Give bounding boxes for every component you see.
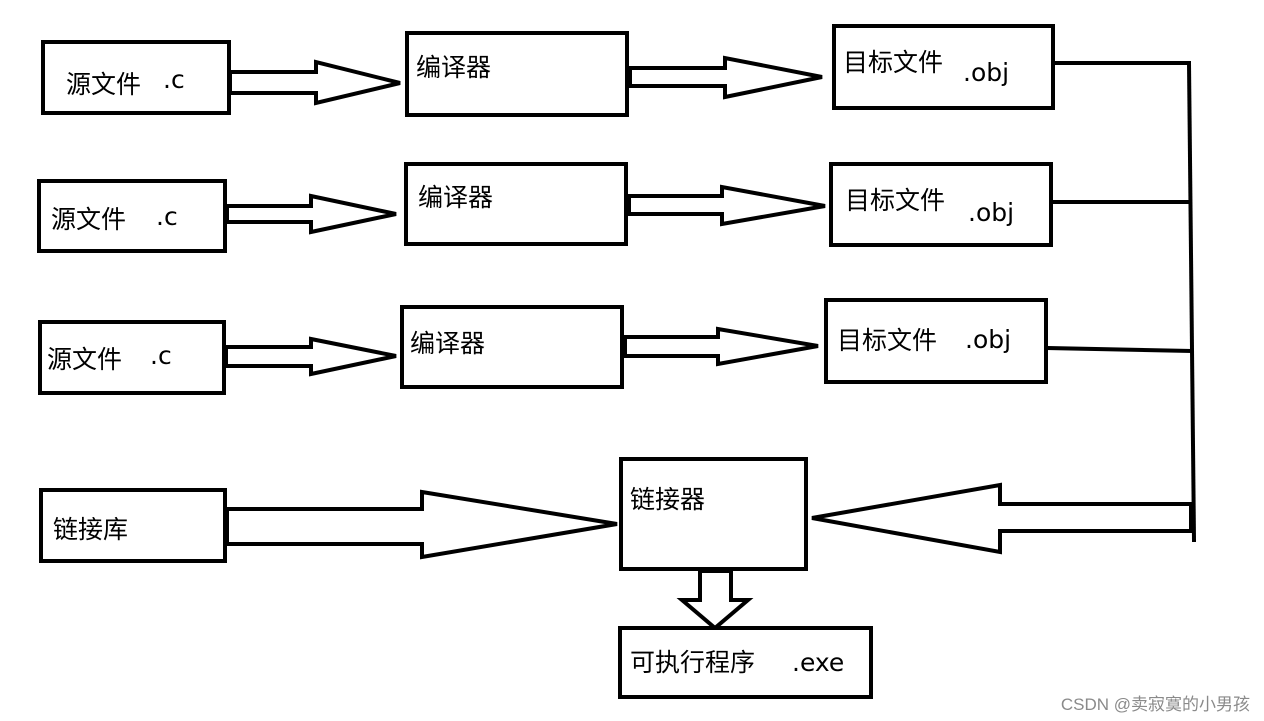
arrow-source-to-compiler-2 bbox=[225, 193, 397, 235]
object-file-ext: .obj bbox=[965, 325, 1011, 354]
source-file-box-3: 源文件 .c bbox=[38, 320, 226, 395]
arrow-source-to-compiler-1 bbox=[228, 59, 401, 106]
source-file-ext: .c bbox=[150, 341, 172, 370]
source-file-name: 源文件 bbox=[47, 345, 122, 374]
executable-name: 可执行程序 bbox=[630, 648, 755, 677]
arrow-objects-to-linker bbox=[811, 482, 1193, 555]
arrow-compiler-to-object-2 bbox=[627, 184, 826, 227]
source-file-box-1: 源文件 .c bbox=[41, 40, 231, 115]
object-file-box-2: 目标文件 .obj bbox=[829, 162, 1053, 247]
arrow-library-to-linker bbox=[225, 489, 618, 560]
source-file-name: 源文件 bbox=[66, 70, 141, 99]
object-file-name: 目标文件 bbox=[845, 186, 945, 215]
linker-label: 链接器 bbox=[630, 485, 705, 514]
object-file-name: 目标文件 bbox=[843, 48, 943, 77]
object-file-ext: .obj bbox=[968, 198, 1014, 227]
arrow-compiler-to-object-3 bbox=[623, 326, 819, 367]
arrow-linker-to-output bbox=[676, 569, 754, 631]
object-file-box-3: 目标文件 .obj bbox=[824, 298, 1048, 384]
executable-box: 可执行程序 .exe bbox=[618, 626, 873, 699]
library-box: 链接库 bbox=[39, 488, 227, 563]
source-file-box-2: 源文件 .c bbox=[37, 179, 227, 253]
compiler-label: 编译器 bbox=[418, 183, 493, 212]
object-file-box-1: 目标文件 .obj bbox=[832, 24, 1055, 110]
object-file-ext: .obj bbox=[963, 58, 1009, 87]
library-label: 链接库 bbox=[53, 515, 128, 544]
source-file-name: 源文件 bbox=[51, 205, 126, 234]
compiler-box-3: 编译器 bbox=[400, 305, 624, 389]
executable-ext: .exe bbox=[792, 648, 844, 677]
object-file-name: 目标文件 bbox=[837, 326, 937, 355]
arrow-compiler-to-object-1 bbox=[628, 55, 823, 100]
compiler-box-2: 编译器 bbox=[404, 162, 628, 246]
source-file-ext: .c bbox=[156, 202, 178, 231]
compiler-label: 编译器 bbox=[410, 329, 485, 358]
compiler-label: 编译器 bbox=[416, 53, 491, 82]
object-collector-wires bbox=[1045, 60, 1197, 543]
linker-box: 链接器 bbox=[619, 457, 808, 571]
compiler-box-1: 编译器 bbox=[405, 31, 629, 117]
source-file-ext: .c bbox=[163, 65, 185, 94]
arrow-source-to-compiler-3 bbox=[224, 336, 397, 377]
csdn-watermark: CSDN @卖寂寞的小男孩 bbox=[1060, 695, 1250, 714]
